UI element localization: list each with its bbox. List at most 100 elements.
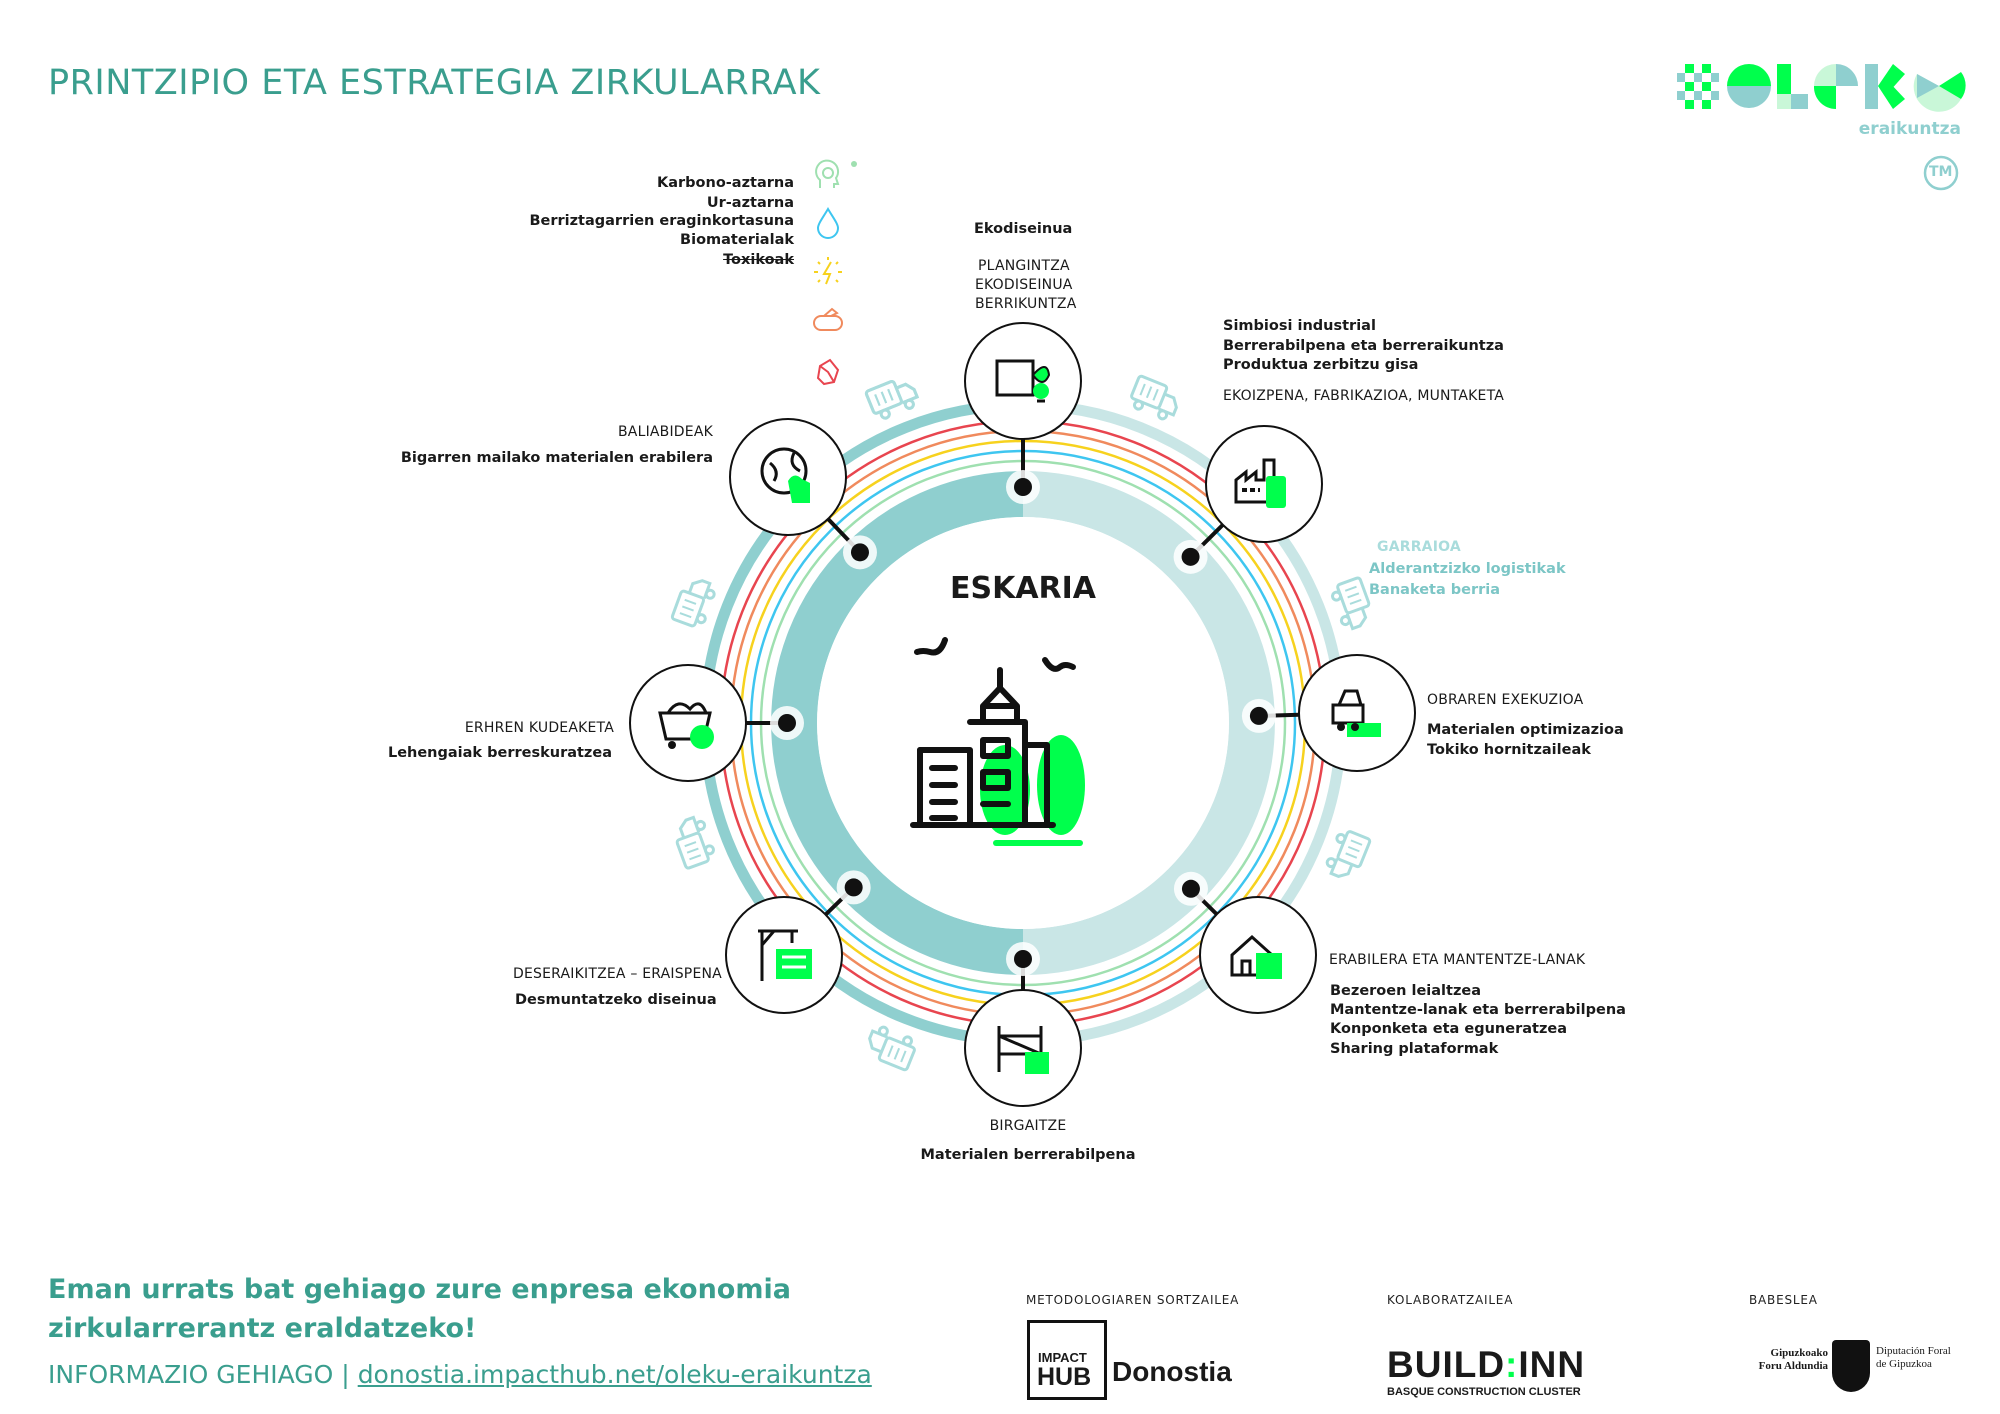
truck-icon [1331, 576, 1371, 631]
gipuzkoa-left-2: Foru Aldundia [1758, 1360, 1828, 1372]
stage-circle [729, 418, 847, 536]
collaborator-label: KOLABORATZAILEA [1387, 1293, 1514, 1307]
page-title: PRINTZIPIO ETA ESTRATEGIA ZIRKULARRAK [48, 63, 821, 103]
waste-heading: ERHREN KUDEAKETA [464, 720, 614, 736]
resources-item-1: Bigarren mailako materialen erabilera [400, 450, 713, 466]
gipuzkoa-right-2: de Gipuzkoa [1876, 1358, 1932, 1370]
city-icon [910, 637, 1085, 846]
use-item-1: Bezeroen leialtzea [1330, 983, 1481, 999]
truck-icon [1325, 830, 1372, 878]
transport-heading: GARRAIOA [1377, 539, 1461, 555]
head-icon [815, 159, 840, 188]
deconstruction-heading: DESERAIKITZEA – ERAISPENA [513, 966, 722, 982]
cta-line-1: Eman urrats bat gehiago zure enpresa eko… [48, 1274, 791, 1305]
truck-icon [864, 380, 920, 420]
center-label: ESKARIA [949, 571, 1097, 606]
info-link[interactable]: donostia.impacthub.net/oleku-eraikuntza [357, 1360, 872, 1389]
buildinn-logo: BUILD:INN [1387, 1346, 1585, 1383]
info-label: INFORMAZIO GEHIAGO | [48, 1360, 350, 1389]
stage-node-deconstruction [725, 870, 871, 1014]
connector-dot [844, 878, 863, 897]
connector-dot [850, 543, 869, 562]
resources-heading: BALIABIDEAK [617, 424, 713, 440]
renovation-icon [997, 1026, 1049, 1074]
buildinn-b: INN [1518, 1344, 1586, 1385]
planning-heading-3: BERRIKUNTZA [975, 296, 1077, 312]
impact-hub-city: Donostia [1112, 1356, 1232, 1387]
cta-line-2: zirkularrerantz eraldatzeko! [48, 1313, 477, 1344]
use-heading: ERABILERA ETA MANTENTZE-LANAK [1329, 952, 1586, 968]
truck-icon [670, 579, 716, 628]
stage-node-planning [964, 322, 1082, 504]
impact-hub-line1: IMPACT [1038, 1350, 1087, 1365]
indicator-water: Ur-aztarna [706, 195, 794, 211]
use-item-4: Sharing plataformak [1330, 1041, 1499, 1057]
use-icon [1230, 934, 1282, 979]
deconstruction-item-1: Desmuntatzeko diseinua [515, 992, 717, 1008]
energy-icon [814, 257, 842, 285]
production-icon [1234, 458, 1286, 508]
connector-dot [1014, 950, 1032, 968]
stage-node-execution [1241, 654, 1416, 772]
stage-circle [964, 989, 1082, 1107]
renovation-heading: BIRGAITZE [989, 1118, 1067, 1134]
planning-icon [995, 359, 1051, 403]
buildinn-a: BUILD [1387, 1344, 1506, 1385]
impact-hub-logo: IMPACT HUB [1027, 1320, 1107, 1400]
gipuzkoa-left-1: Gipuzkoako [1770, 1347, 1828, 1359]
rock-icon [816, 358, 840, 386]
stage-node-use [1173, 871, 1317, 1014]
connector-dot [1014, 478, 1032, 496]
info-line: INFORMAZIO GEHIAGO | donostia.impacthub.… [48, 1362, 872, 1387]
wood-log-icon [813, 307, 843, 331]
indicator-toxics: Toxikoak [723, 252, 794, 268]
oleku-logo [1677, 64, 1966, 112]
connector-dot [1181, 547, 1200, 566]
stage-node-resources [729, 418, 877, 570]
buildinn-tagline: BASQUE CONSTRUCTION CLUSTER [1387, 1386, 1581, 1398]
buildinn-sep: : [1505, 1344, 1519, 1385]
production-item-3: Produktua zerbitzu gisa [1223, 357, 1419, 373]
execution-item-2: Tokiko hornitzaileak [1427, 742, 1591, 758]
impact-hub-line2: HUB [1037, 1363, 1092, 1391]
truck-icon [675, 815, 715, 870]
planning-heading-2: EKODISEINUA [975, 277, 1073, 293]
waste-item-1: Lehengaiak berreskuratzea [387, 745, 612, 761]
transport-item-1: Alderantzizko logistikak [1369, 561, 1566, 577]
connector-dot [1249, 706, 1268, 725]
execution-item-1: Materialen optimizazioa [1427, 722, 1624, 738]
transport-trucks [670, 374, 1372, 1072]
stage-circle [964, 322, 1082, 440]
stage-circle [1298, 654, 1416, 772]
indicator-biomaterials: Biomaterialak [680, 232, 794, 248]
water-drop-icon [816, 207, 840, 239]
deconstruction-icon [758, 929, 812, 981]
resources-icon [760, 447, 810, 503]
stage-circle [1205, 425, 1323, 543]
planning-heading-1: PLANGINTZA [978, 258, 1070, 274]
use-item-2: Mantentze-lanak eta berrerabilpena [1330, 1002, 1626, 1018]
stage-nodes [629, 322, 1416, 1107]
connector-dot [778, 714, 796, 732]
stage-node-production [1173, 425, 1323, 574]
stage-circle [629, 664, 747, 782]
trademark-circle [1923, 155, 1959, 191]
trademark-label: TM [1929, 164, 1953, 180]
use-item-3: Konponketa eta eguneratzea [1330, 1021, 1567, 1037]
transport-item-2: Banaketa berria [1369, 582, 1501, 598]
stage-node-renovation [964, 942, 1082, 1107]
stage-node-waste [629, 664, 804, 782]
execution-icon [1331, 689, 1381, 737]
indicator-carbon: Karbono-aztarna [656, 175, 794, 191]
logo-subtitle: eraikuntza [1858, 119, 1961, 139]
production-heading: EKOIZPENA, FABRIKAZIOA, MUNTAKETA [1223, 388, 1505, 404]
truck-icon [1130, 374, 1178, 421]
gipuzkoa-shield [1832, 1340, 1870, 1392]
truck-icon [868, 1025, 916, 1072]
gipuzkoa-right-1: Diputación Foral [1876, 1345, 1951, 1357]
production-item-1: Simbiosi industrial [1223, 318, 1376, 334]
connector-dot [1181, 879, 1200, 898]
waste-icon [658, 702, 714, 749]
sponsor-label: BABESLEA [1749, 1293, 1818, 1307]
